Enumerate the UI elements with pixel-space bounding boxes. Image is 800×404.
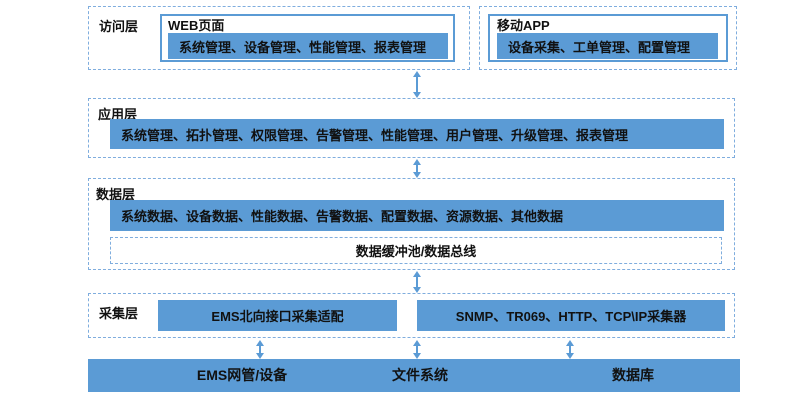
arrow-data-collection-icon (416, 277, 418, 287)
resource-db-label: 数据库 (612, 367, 654, 383)
arrow-collection-files-icon (416, 346, 418, 353)
application-modules-bar: 系统管理、拓扑管理、权限管理、告警管理、性能管理、用户管理、升级管理、报表管理 (110, 119, 724, 149)
web-page-modules-bar: 系统管理、设备管理、性能管理、报表管理 (168, 33, 448, 59)
ems-adapter-box: EMS北向接口采集适配 (158, 300, 397, 331)
arrow-application-data-icon (416, 165, 418, 172)
access-layer-label: 访问层 (99, 19, 139, 34)
web-page-title: WEB页面 (168, 18, 225, 33)
protocol-collectors-box: SNMP、TR069、HTTP、TCP\IP采集器 (417, 300, 725, 331)
resource-files-label: 文件系统 (392, 367, 448, 383)
data-bus-box: 数据缓冲池/数据总线 (110, 237, 722, 264)
mobile-app-title: 移动APP (497, 18, 550, 33)
arrow-collection-ems-icon (259, 346, 261, 353)
collection-layer-label: 采集层 (99, 306, 139, 321)
data-modules-bar: 系统数据、设备数据、性能数据、告警数据、配置数据、资源数据、其他数据 (110, 200, 724, 231)
mobile-app-modules-bar: 设备采集、工单管理、配置管理 (497, 33, 718, 59)
arrow-collection-db-icon (569, 346, 571, 353)
resources-bar: EMS网管/设备 文件系统 数据库 (88, 359, 740, 392)
arrow-access-application-icon (416, 77, 418, 92)
data-layer-label: 数据层 (96, 187, 136, 202)
resource-ems-label: EMS网管/设备 (196, 367, 288, 383)
application-layer-label: 应用层 (98, 107, 138, 122)
